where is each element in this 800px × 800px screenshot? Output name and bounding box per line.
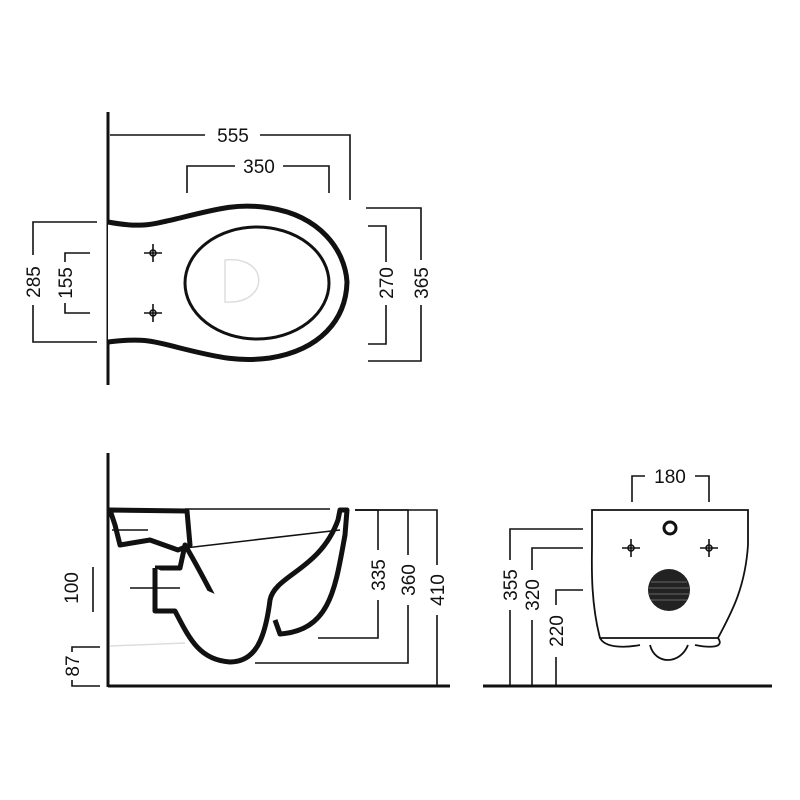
dim-line [531, 547, 583, 570]
fixing-hole-icon [622, 539, 640, 557]
section-line [184, 529, 341, 549]
dim-220: 220 [547, 615, 568, 647]
front-view: 180 355 320 220 [483, 467, 772, 688]
inlet-section [107, 507, 193, 553]
dim-line [368, 225, 387, 262]
dim-line [255, 605, 409, 664]
dim-335: 335 [369, 559, 390, 591]
watermark-logo [224, 259, 260, 303]
dim-285: 285 [24, 266, 45, 298]
dim-line [71, 646, 100, 652]
dim-line [631, 475, 645, 502]
dim-155: 155 [56, 267, 77, 299]
dim-270: 270 [377, 267, 398, 299]
dim-line [260, 134, 351, 200]
fixing-hole-icon [700, 539, 718, 557]
dim-320: 320 [523, 579, 544, 611]
dim-line [186, 165, 235, 193]
dim-87: 87 [63, 655, 84, 676]
side-view: 100 87 335 360 410 [62, 453, 450, 688]
outlet-grille [649, 581, 689, 601]
pan-base [599, 637, 721, 661]
dim-line [283, 165, 330, 193]
dim-line [32, 221, 97, 255]
pan-outline-top [107, 203, 350, 362]
dim-line [64, 252, 90, 262]
dim-360: 360 [399, 564, 420, 596]
pan-outline-front [590, 509, 749, 639]
dim-line [355, 509, 379, 550]
dim-line [555, 589, 583, 605]
dim-line [368, 305, 422, 362]
trap-outline [152, 507, 350, 665]
dim-410: 410 [428, 574, 449, 606]
fixing-hole-icon [144, 304, 162, 322]
dim-line [32, 305, 97, 343]
dim-line [71, 680, 100, 687]
dim-line [355, 509, 438, 565]
dim-355: 355 [501, 569, 522, 601]
dim-line [695, 475, 710, 502]
fixing-hole-icon [144, 244, 162, 262]
inlet-hole-icon [662, 520, 678, 536]
dim-180: 180 [654, 467, 686, 488]
dim-line [355, 509, 409, 555]
dim-line [318, 600, 379, 639]
dim-350: 350 [243, 157, 275, 178]
dim-100: 100 [62, 572, 83, 604]
dim-555: 555 [217, 126, 249, 147]
dim-line [64, 303, 90, 314]
bowl-rim [183, 225, 331, 341]
dim-365: 365 [412, 267, 433, 299]
dim-line [509, 528, 583, 560]
dim-line [368, 305, 387, 345]
top-view: 555 350 285 155 270 365 [24, 112, 433, 385]
dim-line [366, 207, 422, 260]
reference-line [109, 642, 186, 647]
outlet-hole-icon [648, 569, 690, 611]
